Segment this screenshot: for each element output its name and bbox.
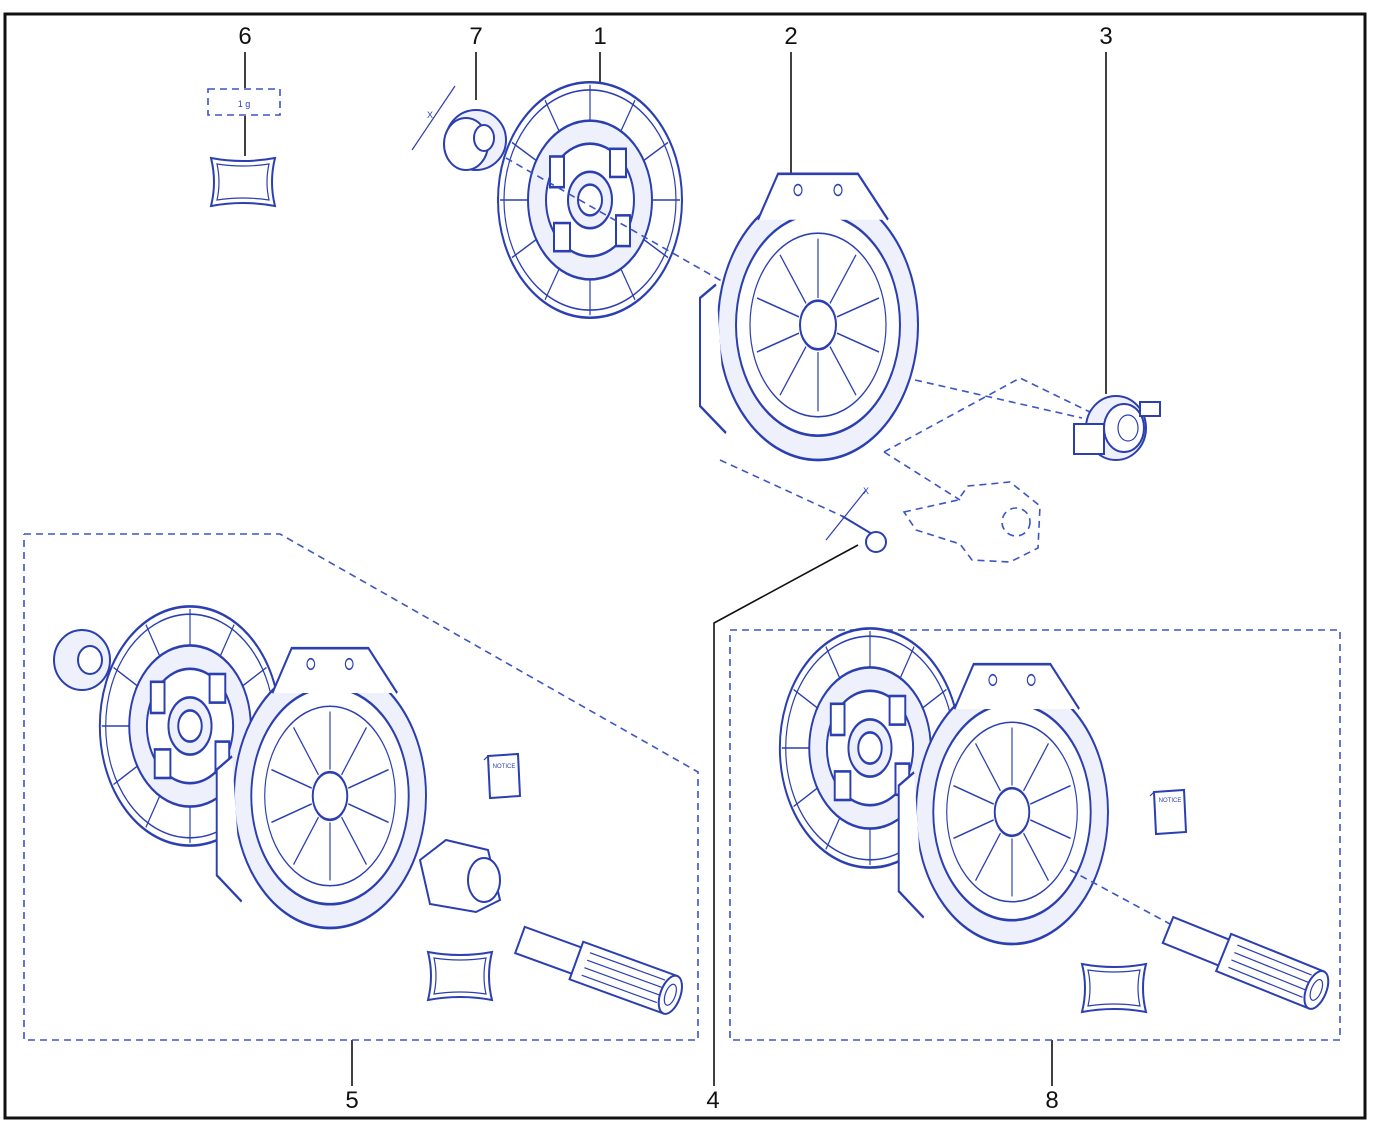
assembly-axis-lines [505,157,1091,517]
grease-quantity-label: 1 g [238,99,251,109]
clutch-disc-item-1 [496,80,684,320]
release-bearing-item-3 [1073,395,1161,461]
notice-label-1: NOTICE [493,764,516,770]
grease-packet-item-6: 1 g [207,88,281,207]
notice-label-2: NOTICE [1159,798,1182,804]
dimension-x-label-2: X [863,486,869,496]
leader-lines [244,52,1107,1086]
callout-3: 3 [1099,23,1112,50]
callout-8: 8 [1045,1087,1058,1114]
dimension-x-label-1: X [427,110,433,120]
callout-2: 2 [784,23,797,50]
callout-6: 6 [238,23,251,50]
pilot-bearing-item-7: X [411,85,507,171]
callout-4: 4 [706,1087,719,1114]
release-fork-phantom [902,481,1041,563]
border-frame [3,12,1367,1120]
pressure-plate-item-2 [698,172,920,462]
clutch-kit-item-8: NOTICE [729,627,1341,1041]
callout-7: 7 [469,23,482,50]
clutch-kit-item-5: NOTICE [23,533,699,1041]
bolt-item-4: X [825,486,887,553]
callout-1: 1 [593,23,606,50]
callout-5: 5 [345,1087,358,1114]
